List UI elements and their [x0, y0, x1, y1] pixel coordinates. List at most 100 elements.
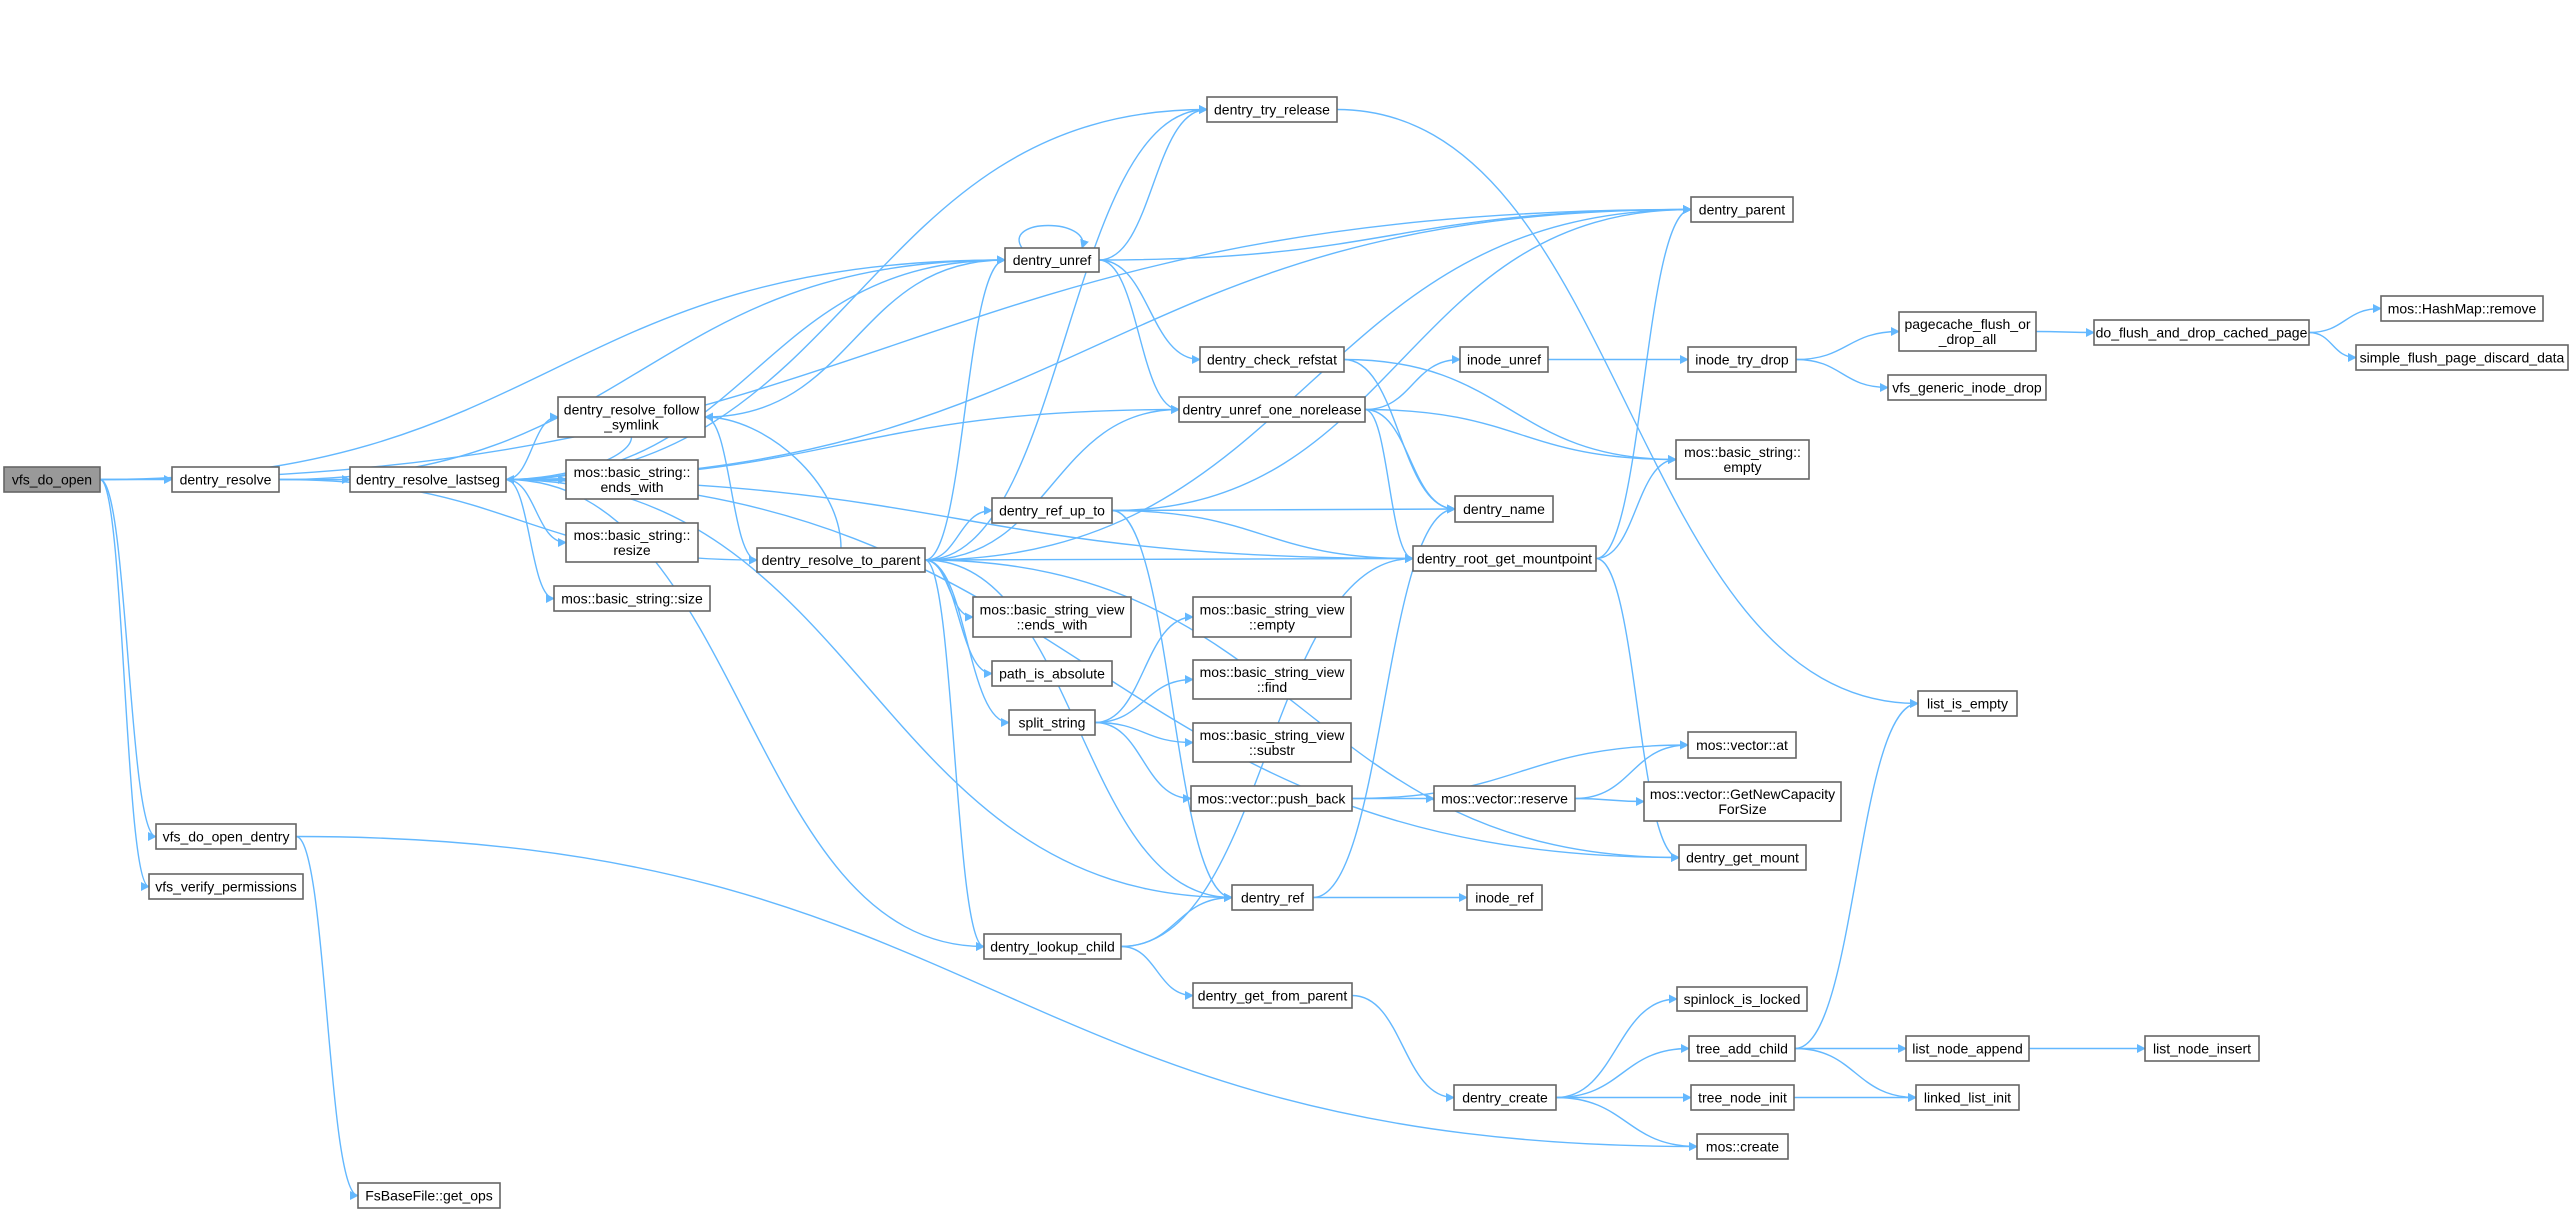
node-dentry-resolve-follow-symlink[interactable]: dentry_resolve_follow_symlink — [557, 396, 706, 438]
node-box — [155, 823, 297, 850]
edge-do_flush_and_drop_cached_page-to-simple_flush_page_discard_data — [2308, 331, 2357, 362]
node-inode-ref[interactable]: inode_ref — [1466, 884, 1543, 911]
node-vfs-do-open[interactable]: vfs_do_open — [3, 466, 101, 493]
node-vector-push-back[interactable]: mos::vector::push_back — [1190, 785, 1353, 812]
node-pagecache-flush-or-drop-all[interactable]: pagecache_flush_or_drop_all — [1898, 311, 2037, 352]
edge-dentry_unref-to-dentry_unref_one_norelease — [1098, 259, 1180, 414]
node-dentry-create[interactable]: dentry_create — [1453, 1084, 1557, 1111]
node-vector-reserve[interactable]: mos::vector::reserve — [1433, 785, 1576, 812]
node-box — [1898, 311, 2037, 352]
node-label: vfs_generic_inode_drop — [1892, 380, 2042, 396]
edge-dentry_root_get_mountpoint-to-dentry_get_mount — [1595, 557, 1680, 862]
node-inode-unref[interactable]: inode_unref — [1459, 346, 1549, 373]
node-list-node-append[interactable]: list_node_append — [1905, 1035, 2030, 1062]
node-label: simple_flush_page_discard_data — [2360, 350, 2565, 366]
edge-dentry_ref_up_to-to-dentry_ref — [1111, 509, 1233, 902]
node-dentry-ref-up-to[interactable]: dentry_ref_up_to — [991, 497, 1113, 524]
node-dentry-ref[interactable]: dentry_ref — [1231, 884, 1314, 911]
edge-dentry_resolve_to_parent-to-dentry_unref_one_norelease — [924, 405, 1180, 561]
node-list-node-insert[interactable]: list_node_insert — [2144, 1035, 2260, 1062]
node-fsbasefile-get-ops[interactable]: FsBaseFile::get_ops — [357, 1182, 501, 1209]
node-mos-create[interactable]: mos::create — [1696, 1133, 1789, 1160]
node-label: mos::basic_string::size — [561, 591, 703, 607]
node-dentry-get-from-parent[interactable]: dentry_get_from_parent — [1192, 982, 1353, 1009]
node-label: empty — [1723, 459, 1761, 475]
node-dentry-name[interactable]: dentry_name — [1454, 495, 1554, 523]
node-spinlock-is-locked[interactable]: spinlock_is_locked — [1676, 986, 1808, 1012]
node-label: ForSize — [1718, 801, 1766, 817]
node-vfs-generic-inode-drop[interactable]: vfs_generic_inode_drop — [1887, 374, 2047, 401]
node-dentry-resolve[interactable]: dentry_resolve — [171, 466, 280, 493]
node-bs-empty[interactable]: mos::basic_string::empty — [1675, 439, 1810, 480]
node-linked-list-init[interactable]: linked_list_init — [1915, 1084, 2020, 1111]
node-bsv-substr[interactable]: mos::basic_string_view::substr — [1192, 722, 1352, 763]
node-label: dentry_get_mount — [1686, 850, 1799, 866]
node-dentry-try-release[interactable]: dentry_try_release — [1206, 96, 1338, 123]
node-dentry-get-mount[interactable]: dentry_get_mount — [1678, 844, 1807, 871]
node-bs-size[interactable]: mos::basic_string::size — [553, 585, 711, 612]
node-box — [349, 466, 507, 493]
edge-dentry_resolve_lastseg-to-bs_resize — [505, 478, 567, 547]
node-path-is-absolute[interactable]: path_is_absolute — [991, 660, 1113, 687]
node-list-is-empty[interactable]: list_is_empty — [1917, 690, 2018, 717]
node-dentry-lookup-child[interactable]: dentry_lookup_child — [983, 933, 1122, 960]
edge-do_flush_and_drop_cached_page-to-hashmap_remove — [2308, 304, 2382, 334]
node-box — [1915, 1084, 2020, 1111]
node-label: mos::basic_string_view — [1200, 664, 1346, 680]
edge-dentry_get_from_parent-to-dentry_create — [1351, 994, 1455, 1102]
node-label: dentry_lookup_child — [990, 939, 1115, 955]
node-box — [983, 933, 1122, 960]
edge-dentry_ref_up_to-to-dentry_parent — [1111, 205, 1692, 512]
node-bs-ends-with[interactable]: mos::basic_string::ends_with — [565, 459, 699, 500]
node-vector-at[interactable]: mos::vector::at — [1687, 731, 1797, 759]
node-label: dentry_get_from_parent — [1198, 988, 1348, 1004]
node-box — [171, 466, 280, 493]
node-vfs-do-open-dentry[interactable]: vfs_do_open_dentry — [155, 823, 297, 850]
node-box — [553, 585, 711, 612]
node-tree-node-init[interactable]: tree_node_init — [1690, 1084, 1795, 1111]
node-box — [1453, 1084, 1557, 1111]
node-dentry-root-get-mountpoint[interactable]: dentry_root_get_mountpoint — [1412, 545, 1597, 572]
node-bsv-find[interactable]: mos::basic_string_view::find — [1192, 659, 1352, 700]
node-simple-flush-page-discard-data[interactable]: simple_flush_page_discard_data — [2355, 344, 2569, 371]
node-box — [557, 396, 706, 438]
edge-vfs_do_open-to-dentry_parent — [99, 205, 1692, 481]
node-label: mos::basic_string:: — [574, 527, 691, 543]
node-label: dentry_parent — [1699, 202, 1786, 218]
node-bsv-empty[interactable]: mos::basic_string_view::empty — [1192, 596, 1352, 638]
edge-vfs_do_open-to-vfs_verify_permissions — [99, 478, 150, 891]
node-dentry-parent[interactable]: dentry_parent — [1690, 196, 1794, 223]
node-box — [357, 1182, 501, 1209]
node-label: mos::basic_string_view — [1200, 602, 1346, 618]
node-hashmap-remove[interactable]: mos::HashMap::remove — [2380, 295, 2544, 322]
edge-split_string-to-bsv_empty — [1094, 612, 1194, 724]
node-label: spinlock_is_locked — [1684, 991, 1801, 1007]
node-dentry-resolve-to-parent[interactable]: dentry_resolve_to_parent — [756, 547, 926, 573]
edge-vfs_do_open-to-vfs_do_open_dentry — [99, 478, 157, 841]
node-do-flush-and-drop-cached-page[interactable]: do_flush_and_drop_cached_page — [2093, 319, 2310, 346]
node-label: tree_node_init — [1698, 1090, 1787, 1106]
node-inode-try-drop[interactable]: inode_try_drop — [1687, 346, 1797, 373]
node-bs-resize[interactable]: mos::basic_string::resize — [565, 522, 699, 563]
node-tree-add-child[interactable]: tree_add_child — [1688, 1035, 1796, 1062]
edge-dentry_unref_one_norelease-to-bs_empty — [1364, 408, 1677, 464]
edge-dentry_resolve_lastseg-to-dentry_unref — [505, 255, 1006, 481]
node-vfs-verify-permissions[interactable]: vfs_verify_permissions — [148, 873, 304, 900]
node-box — [991, 660, 1113, 687]
node-dentry-resolve-lastseg[interactable]: dentry_resolve_lastseg — [349, 466, 507, 493]
node-bsv-ends-with[interactable]: mos::basic_string_view::ends_with — [972, 596, 1132, 638]
edge-dentry_unref-to-dentry_parent — [1098, 205, 1692, 261]
node-box — [1688, 1035, 1796, 1062]
node-dentry-check-refstat[interactable]: dentry_check_refstat — [1199, 346, 1345, 373]
edge-dentry_resolve_to_parent-to-dentry_unref — [924, 255, 1006, 561]
node-label: split_string — [1019, 715, 1086, 731]
node-label: mos::create — [1706, 1139, 1779, 1155]
node-dentry-unref-one-norelease[interactable]: dentry_unref_one_norelease — [1178, 396, 1366, 423]
node-split-string[interactable]: split_string — [1008, 709, 1096, 736]
node-box — [1206, 96, 1338, 123]
node-dentry-unref[interactable]: dentry_unref — [1004, 247, 1100, 273]
node-label: mos::vector::GetNewCapacity — [1650, 786, 1835, 802]
nodes-layer: vfs_do_open dentry_resolve dentry_resolve_… — [3, 96, 2569, 1209]
node-label: ::ends_with — [1017, 617, 1088, 633]
